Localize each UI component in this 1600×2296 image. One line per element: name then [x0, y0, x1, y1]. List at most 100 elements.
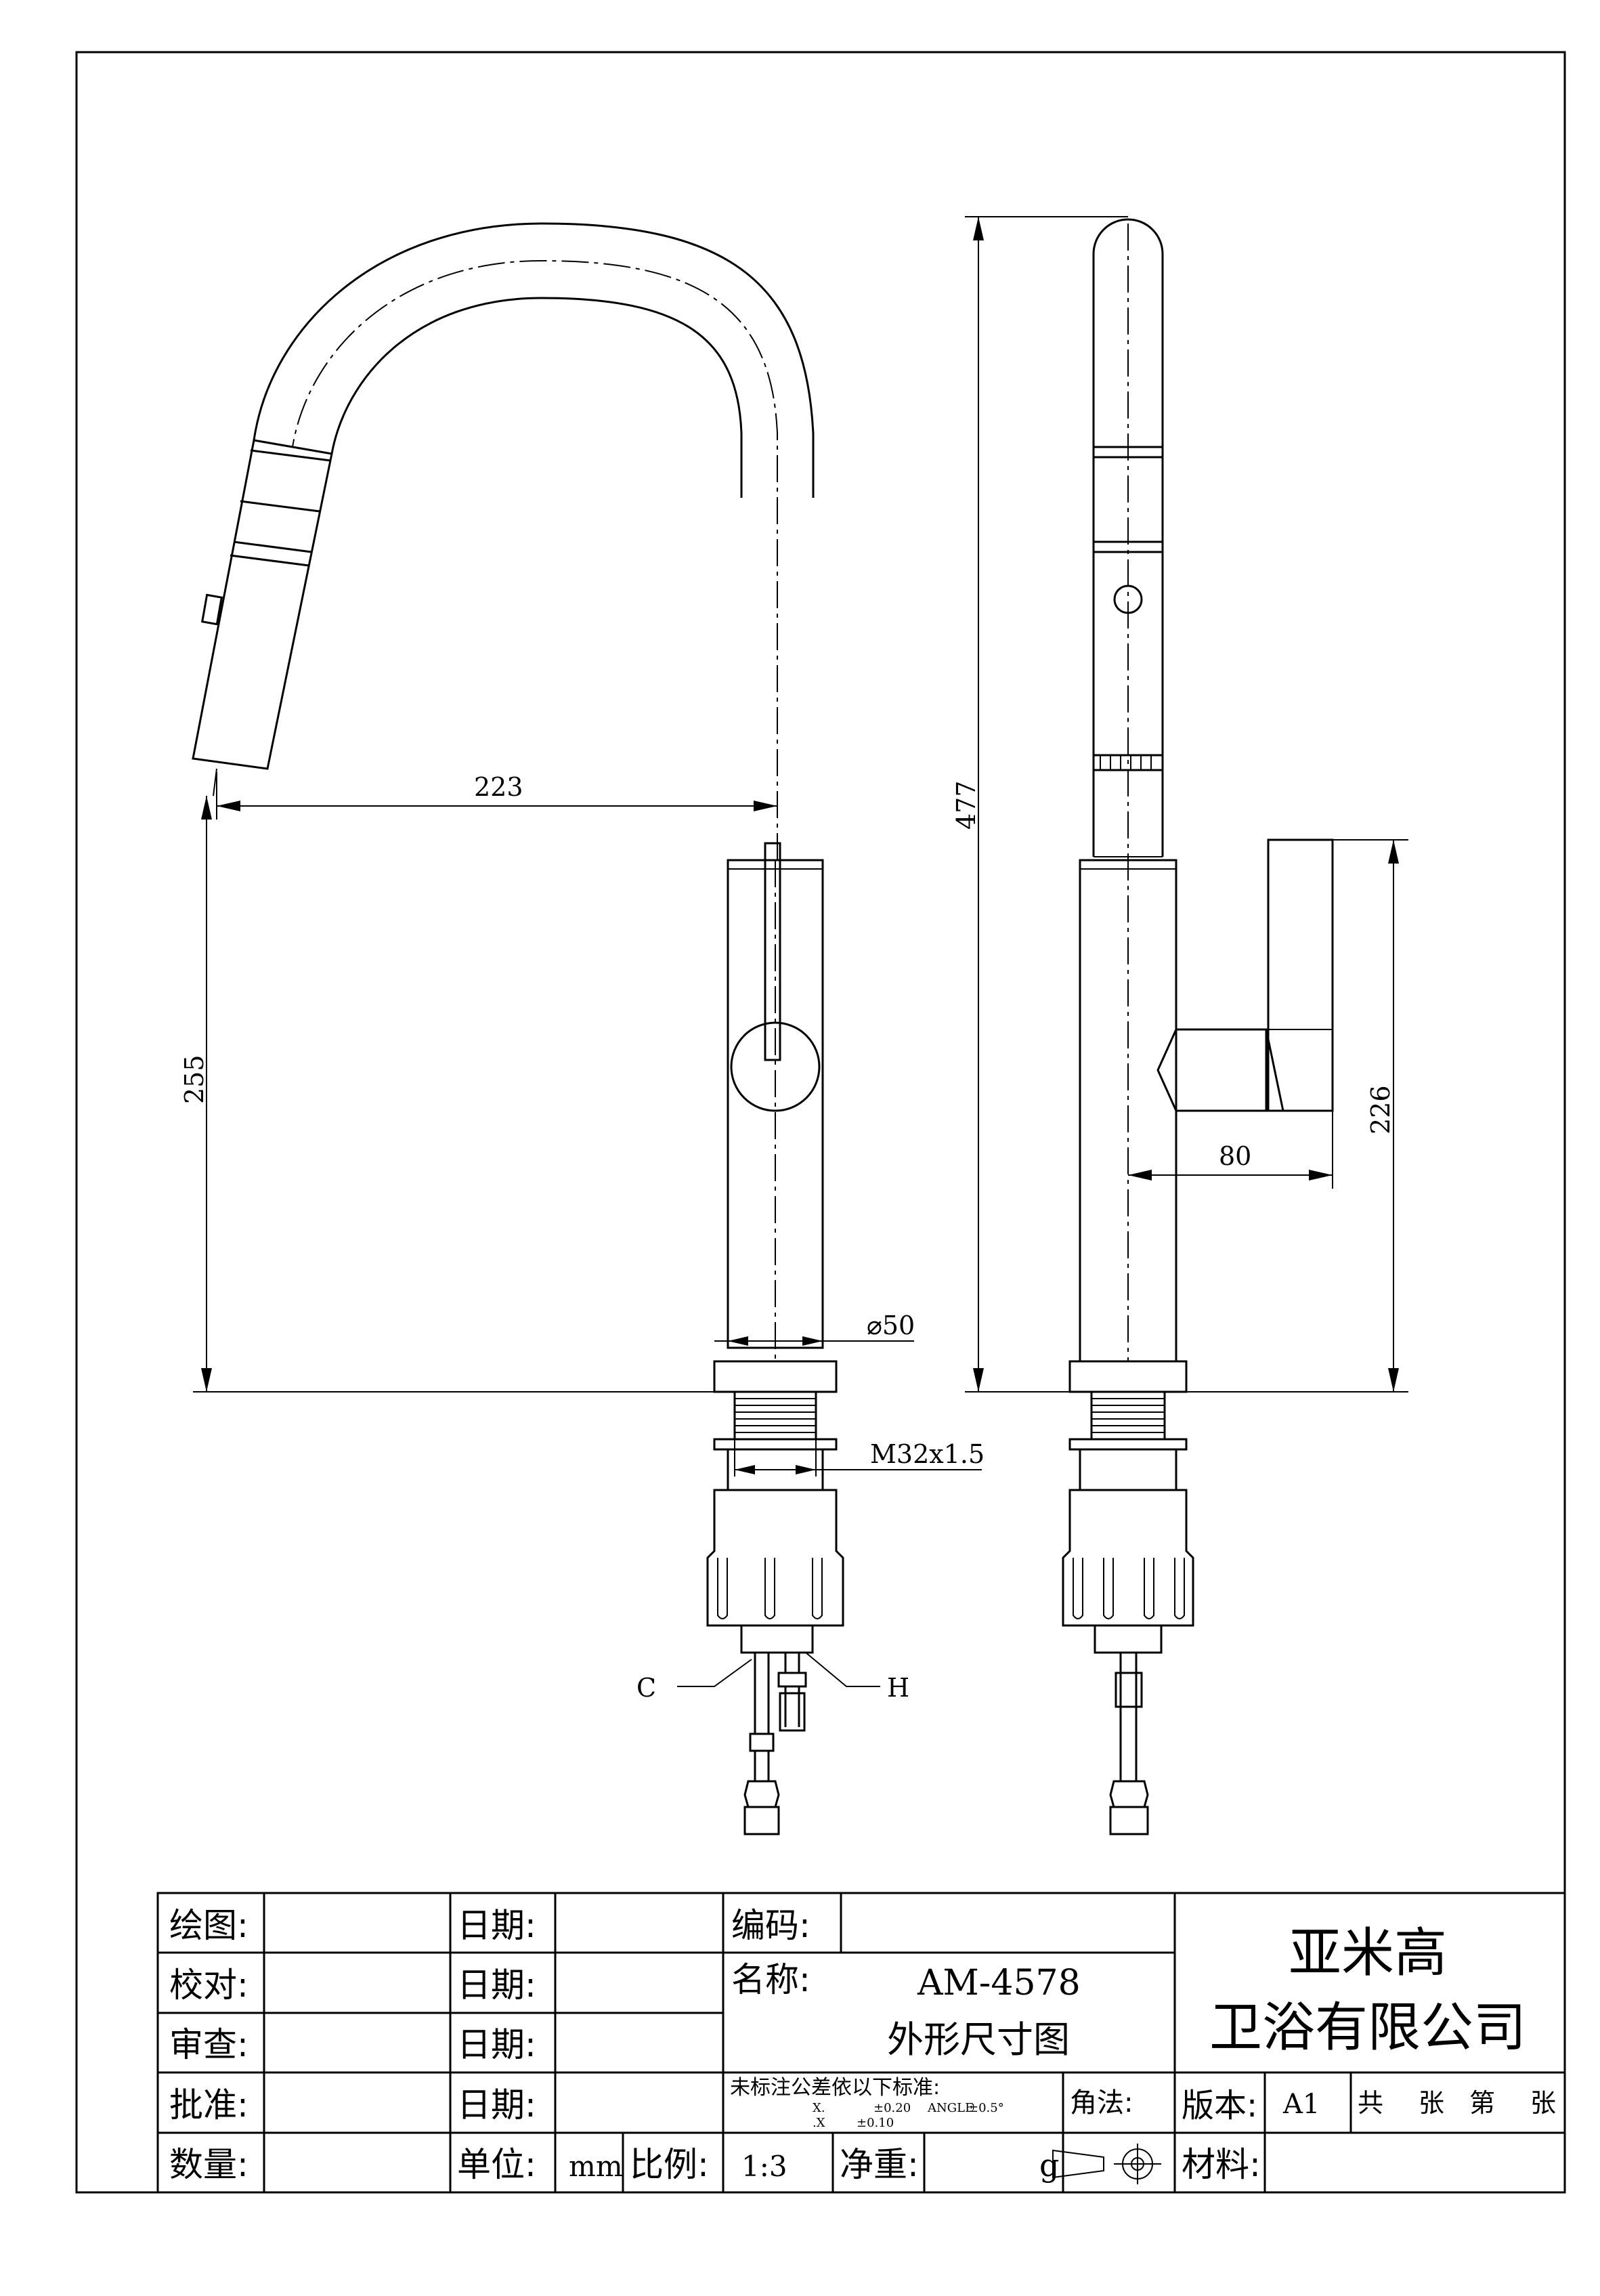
drawing-title: 外形尺寸图: [887, 2018, 1070, 2061]
tol-row2-b: ±0.10: [857, 2116, 894, 2130]
label-date-1: 日期:: [457, 1906, 536, 1945]
side-nut-ribs: [1073, 1558, 1185, 1619]
dim-thread-arrow-right: [796, 1465, 816, 1474]
side-shank-lower: [1079, 1448, 1177, 1491]
label-reviewed: 审查:: [169, 2025, 248, 2064]
label-drawn: 绘图:: [169, 1906, 248, 1945]
supply-hose-right: [784, 1653, 800, 1673]
leader-cold: [677, 1659, 752, 1687]
supply-hose-left: [754, 1653, 770, 1734]
company-name-line2: 卫浴有限公司: [1209, 1997, 1526, 2058]
handle-knob: [730, 1021, 821, 1112]
label-net-weight: 净重:: [840, 2145, 919, 2184]
dim-223-label: 223: [474, 772, 523, 802]
label-cold: C: [636, 1673, 656, 1703]
front-view: 223 255 ⌀50 M32x1.5 C H: [179, 222, 985, 1835]
version-value: A1: [1282, 2089, 1320, 2120]
tolerance-title: 未标注公差依以下标准:: [730, 2076, 940, 2100]
sheet-unit2: 张: [1530, 2088, 1556, 2118]
dim-255-arrow-top: [201, 796, 212, 820]
base-ring: [713, 1360, 838, 1393]
spout-centerline: [292, 259, 778, 860]
label-version: 版本:: [1182, 2087, 1257, 2125]
label-material: 材料:: [1182, 2145, 1261, 2184]
hose-end-right: [779, 1692, 806, 1732]
title-block: 绘图: 校对: 审查: 批准: 数量: 日期: 日期: 日期: 日期: 单位: …: [156, 1892, 1566, 2194]
dim-thread-label: M32x1.5: [870, 1439, 985, 1469]
side-hose-end: [1109, 1806, 1149, 1835]
spout-outer-curve: [253, 222, 815, 498]
mounting-nut: [706, 1489, 844, 1627]
model-number: AM-4578: [917, 1963, 1081, 2003]
label-date-4: 日期:: [457, 2085, 536, 2125]
side-hose-fitting: [1115, 1672, 1143, 1708]
sheets-total: 共: [1358, 2088, 1383, 2118]
handle-lever: [764, 842, 781, 1061]
dim-50-arrow-left: [728, 1336, 748, 1346]
spray-band-1: [250, 449, 331, 462]
side-lock-washer: [1068, 1438, 1188, 1451]
side-spout: [1092, 218, 1164, 857]
dim-223-arrow-left: [217, 801, 240, 811]
nut-bottom: [740, 1624, 814, 1654]
tol-row1-b: ±0.20: [873, 2101, 911, 2115]
thread-lines: [735, 1398, 816, 1433]
dim-255-label: 255: [179, 1055, 209, 1104]
label-scale: 比例:: [630, 2145, 709, 2184]
lock-washer: [713, 1438, 838, 1451]
spray-band-3: [233, 540, 312, 553]
dim-50-label: ⌀50: [867, 1311, 915, 1340]
sheet-border: [75, 51, 1566, 2194]
dim-255-arrow-bottom: [201, 1368, 212, 1392]
hose-fitting-right: [777, 1672, 807, 1688]
dim-226-arrow-bottom: [1388, 1368, 1399, 1392]
supply-hose-left-lower: [754, 1751, 770, 1781]
sheet-number: 第: [1469, 2088, 1495, 2118]
unit-value: mm: [569, 2150, 623, 2183]
side-handle-hub: [1156, 1028, 1268, 1112]
projection-symbol: [1052, 2144, 1161, 2184]
dim-80-arrow-left: [1128, 1170, 1152, 1181]
dim-477-label: 477: [951, 780, 981, 830]
side-hose: [1119, 1653, 1138, 1781]
label-hot: H: [887, 1673, 909, 1703]
spout-inner-curve: [330, 297, 743, 498]
label-date-2: 日期:: [457, 1965, 536, 2005]
dim-226-arrow-top: [1388, 840, 1399, 864]
dim-80-label: 80: [1219, 1141, 1251, 1171]
tol-row1-a: X.: [813, 2101, 825, 2115]
label-quantity: 数量:: [169, 2145, 248, 2184]
label-unit: 单位:: [457, 2145, 536, 2184]
label-projection: 角法:: [1070, 2087, 1133, 2119]
side-handle-lever: [1267, 838, 1334, 1112]
side-aerator: [1092, 754, 1164, 771]
dim-477-arrow-top: [973, 217, 984, 240]
dim-477-arrow-bottom: [973, 1368, 984, 1392]
company-name-line1: 亚米高: [1289, 1923, 1447, 1984]
hose-fitting-left: [749, 1732, 775, 1752]
sheets-unit: 张: [1419, 2088, 1444, 2118]
dim-226-label: 226: [1366, 1085, 1396, 1134]
spray-band-2: [240, 500, 320, 513]
side-mounting-nut: [1062, 1489, 1194, 1627]
tol-row1-c: ANGLE: [927, 2101, 974, 2115]
label-name: 名称:: [731, 1960, 810, 1999]
tol-row2-a: .X: [813, 2116, 825, 2130]
hose-hex-left: [743, 1780, 780, 1808]
spray-head: [192, 439, 333, 770]
side-handle-collar: [1265, 1029, 1284, 1112]
side-nut-bottom: [1094, 1624, 1163, 1654]
label-approved: 批准:: [169, 2085, 248, 2125]
spray-band-4: [230, 554, 309, 567]
dim-50-arrow-right: [802, 1336, 823, 1346]
side-base-ring: [1068, 1360, 1188, 1393]
aerator-hatch: [1100, 755, 1152, 770]
side-thread-lines: [1091, 1398, 1165, 1433]
label-date-3: 日期:: [457, 2025, 536, 2064]
side-spray-button: [1113, 584, 1143, 614]
tol-row1-d: ±0.5°: [968, 2101, 1004, 2115]
hose-end-left: [743, 1806, 780, 1835]
dim-223-arrow-right: [754, 801, 777, 811]
label-checked: 校对:: [169, 1965, 248, 2005]
